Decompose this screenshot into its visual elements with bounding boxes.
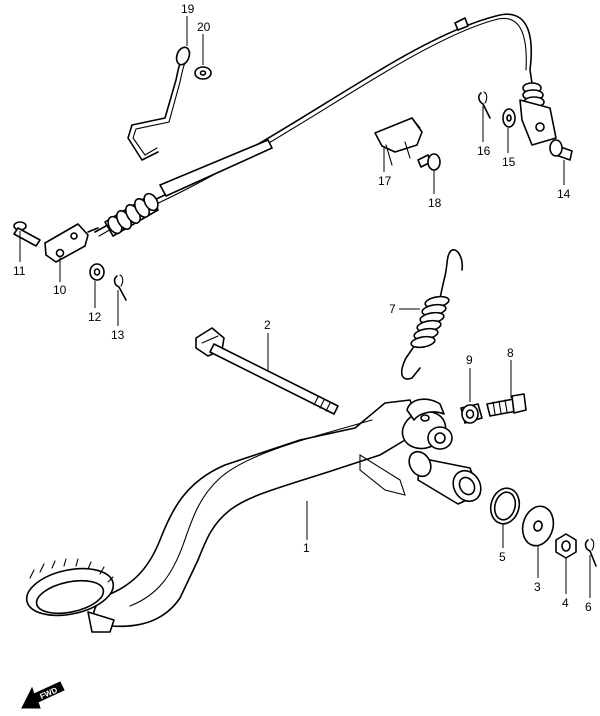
nut-4	[555, 533, 577, 559]
pivot-bolt-2	[195, 327, 339, 415]
pedal-shaft	[408, 450, 482, 505]
callout-8: 8	[507, 346, 514, 360]
fwd-arrow: FWD	[21, 681, 65, 709]
cable-clevis-10	[44, 223, 99, 263]
cable-clip-17	[374, 117, 423, 166]
clevis-pin-11	[13, 221, 41, 247]
callout-18: 18	[428, 196, 442, 210]
washer-12	[89, 263, 105, 281]
callout-5: 5	[499, 550, 506, 564]
callout-6: 6	[585, 600, 592, 614]
return-spring-7	[400, 249, 464, 380]
cotter-pin-13	[113, 274, 127, 301]
callout-labels: 19 20 16 15 14 17 18 11 10 12 13 7 2 9 8…	[13, 2, 592, 614]
callout-3: 3	[534, 580, 541, 594]
washer-15	[502, 108, 516, 128]
callout-10: 10	[53, 283, 67, 297]
callout-17: 17	[378, 174, 392, 188]
collar-9	[460, 403, 483, 424]
brake-cable	[94, 13, 545, 237]
fwd-label: FWD	[38, 685, 59, 701]
callout-1: 1	[303, 541, 310, 555]
callout-9: 9	[466, 353, 473, 367]
washer-3	[521, 505, 555, 547]
screw-18	[417, 153, 441, 171]
callout-13: 13	[111, 328, 125, 342]
brake-pedal-1	[25, 398, 453, 633]
callout-20: 20	[197, 20, 211, 34]
cotter-pin-16	[478, 91, 491, 119]
leader-lines	[19, 16, 591, 598]
callout-14: 14	[557, 187, 571, 201]
callout-2: 2	[264, 318, 271, 332]
o-ring-5	[489, 487, 521, 525]
cotter-pin-6	[584, 538, 597, 567]
callout-4: 4	[562, 596, 569, 610]
bolt-8	[486, 393, 527, 417]
callout-16: 16	[477, 144, 491, 158]
callout-7: 7	[389, 302, 396, 316]
callout-19: 19	[181, 2, 195, 16]
callout-11: 11	[13, 264, 26, 278]
cable-guide-wire	[127, 46, 191, 161]
callout-15: 15	[502, 155, 516, 169]
washer-20	[194, 66, 212, 80]
clevis-pin-14	[519, 99, 573, 161]
callout-12: 12	[88, 310, 102, 324]
cable-boot	[104, 192, 159, 237]
